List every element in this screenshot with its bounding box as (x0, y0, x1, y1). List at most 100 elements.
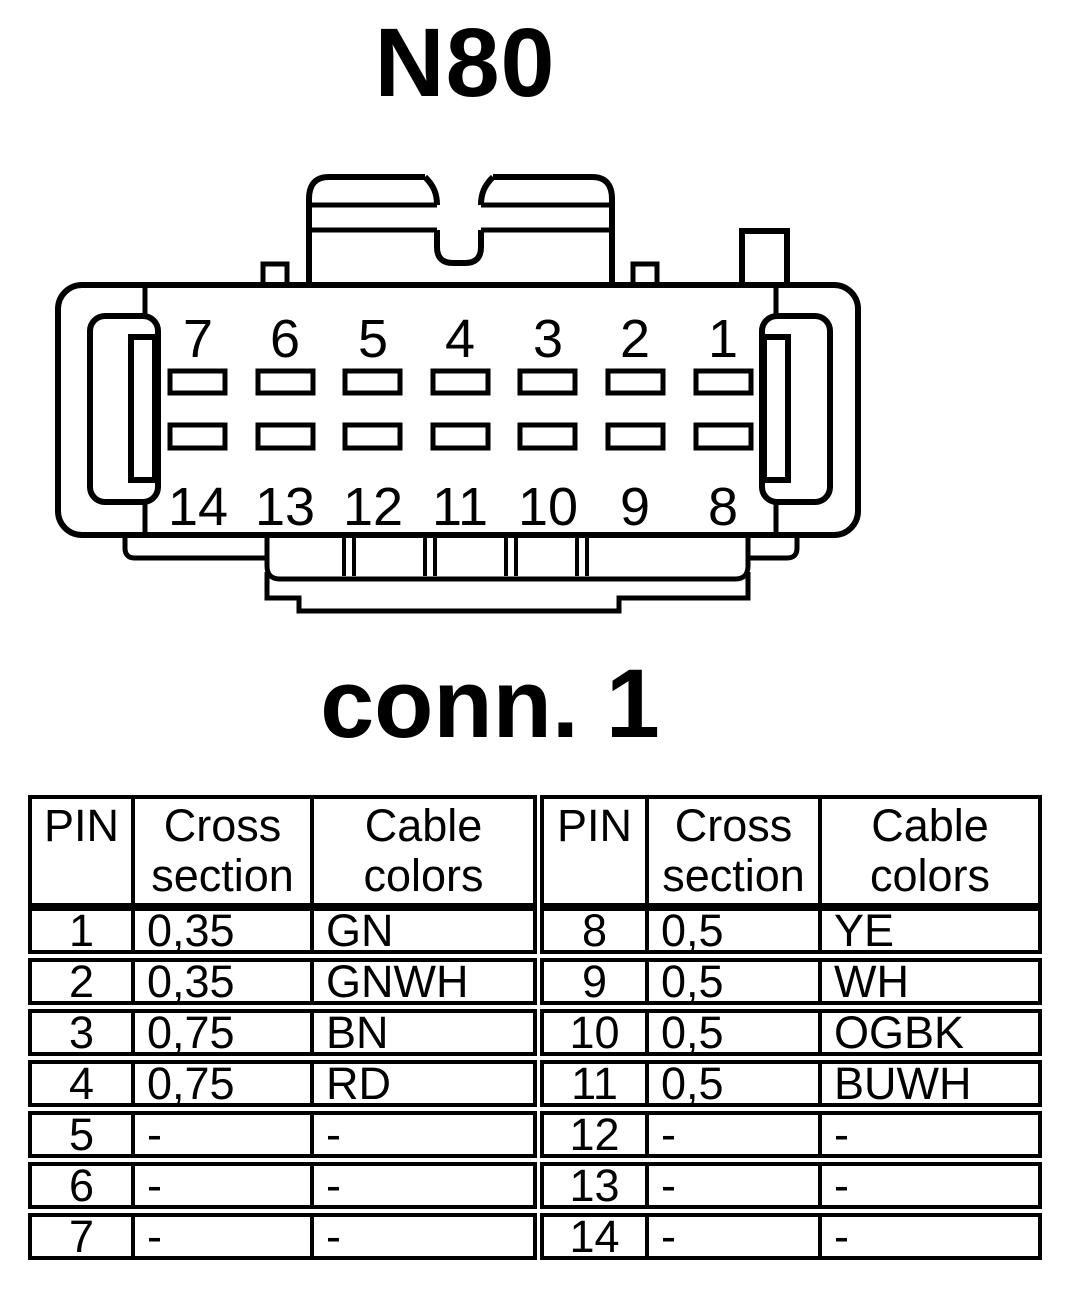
table-row: 14-- (540, 1213, 1042, 1260)
pin-cell: 7 (68, 1211, 95, 1262)
cable-colors-column-header: Cable colors (310, 799, 533, 903)
pin-cell: 10 (569, 1007, 620, 1058)
cable-color-cell: - (818, 1163, 1038, 1208)
cable-color-cell: BN (310, 1010, 533, 1055)
table-header-row: PIN Cross section Cable colors (540, 795, 1042, 907)
bump-right (630, 261, 660, 285)
cable-color-cell: WH (818, 959, 1038, 1004)
cross-section-cell: - (645, 1214, 818, 1259)
pin-slot (693, 422, 754, 451)
pin-slot (605, 368, 666, 396)
cable-color-cell: BUWH (818, 1061, 1038, 1106)
cross-section-cell: - (645, 1112, 818, 1157)
cross-section-cell: 0,5 (645, 959, 818, 1004)
table-row: 6-- (28, 1162, 537, 1209)
pin-slot (517, 422, 578, 451)
right-rail-slot (761, 334, 791, 483)
latch-outline (306, 174, 615, 285)
pin-number-label: 6 (270, 309, 300, 369)
cross-section-cell: 0,75 (131, 1061, 310, 1106)
connector-body (55, 282, 861, 538)
cable-color-cell: - (818, 1112, 1038, 1157)
pin-slot (605, 422, 666, 451)
cross-section-cell: 0,35 (131, 959, 310, 1004)
cross-section-cell: - (131, 1112, 310, 1157)
cross-section-column-header: Cross section (131, 799, 310, 903)
pin-cell: 9 (581, 956, 608, 1007)
pin-slot (693, 368, 754, 396)
cable-color-cell: - (310, 1112, 533, 1157)
cable-color-cell: YE (818, 908, 1038, 953)
pin-column-header: PIN (556, 800, 632, 851)
connector-title: N80 (374, 8, 556, 117)
table-row: 12-- (540, 1111, 1042, 1158)
connector-caption: conn. 1 (320, 649, 660, 758)
pin-number-label: 12 (343, 477, 403, 537)
cross-section-column-header: Cross section (645, 799, 818, 903)
cable-color-cell: - (310, 1214, 533, 1259)
pin-cell: 4 (68, 1058, 95, 1109)
left-rail-slot (128, 334, 158, 483)
cable-color-cell: GN (310, 908, 533, 953)
cross-section-cell: - (131, 1163, 310, 1208)
pin-slot (430, 422, 491, 451)
pin-cell: 3 (68, 1007, 95, 1058)
cable-color-cell: - (818, 1214, 1038, 1259)
cross-section-cell: 0,5 (645, 908, 818, 953)
pin-cell: 14 (569, 1211, 620, 1262)
cable-colors-column-header: Cable colors (818, 799, 1038, 903)
pin-slot (342, 422, 403, 451)
cross-section-cell: - (131, 1214, 310, 1259)
pin-column-header: PIN (43, 800, 119, 851)
cable-color-cell: OGBK (818, 1010, 1038, 1055)
connector-diagram: 7 6 5 4 3 2 1 14 13 12 11 10 9 8 (55, 174, 861, 614)
table-row: 7-- (28, 1213, 537, 1260)
pin-number-label: 13 (255, 477, 315, 537)
skirt-lower-steps (264, 572, 751, 614)
pin-number-label: 14 (168, 477, 228, 537)
cable-color-cell: - (310, 1163, 533, 1208)
pin-number-label: 5 (358, 309, 388, 369)
pin-cell: 1 (68, 905, 95, 956)
pin-number-label: 2 (620, 309, 650, 369)
table-row: 5-- (28, 1111, 537, 1158)
pin-cell: 12 (569, 1109, 620, 1160)
cross-section-cell: 0,75 (131, 1010, 310, 1055)
pin-slot (255, 368, 316, 396)
pin-slot (430, 368, 491, 396)
pin-number-label: 7 (183, 309, 213, 369)
pin-number-label: 11 (432, 477, 488, 537)
pin-number-label: 10 (518, 477, 578, 537)
table-header-row: PIN Cross section Cable colors (28, 795, 537, 907)
pin-cell: 5 (68, 1109, 95, 1160)
pin-cell: 6 (68, 1160, 95, 1211)
pin-number-label: 8 (708, 477, 738, 537)
pin-cell: 11 (571, 1058, 618, 1109)
pin-slot (255, 422, 316, 451)
table-row: 13-- (540, 1162, 1042, 1209)
cross-section-cell: 0,5 (645, 1010, 818, 1055)
cable-color-cell: GNWH (310, 959, 533, 1004)
pin-slot (342, 368, 403, 396)
latch-channel (422, 174, 496, 266)
pin-number-label: 9 (620, 477, 650, 537)
cross-section-cell: - (645, 1163, 818, 1208)
bump-left (260, 261, 290, 285)
pin-slot (517, 368, 578, 396)
pin-cell: 13 (569, 1160, 620, 1211)
pin-cell: 2 (68, 956, 95, 1007)
cable-color-cell: RD (310, 1061, 533, 1106)
polarization-tab (739, 228, 790, 285)
pin-number-label: 4 (445, 309, 475, 369)
